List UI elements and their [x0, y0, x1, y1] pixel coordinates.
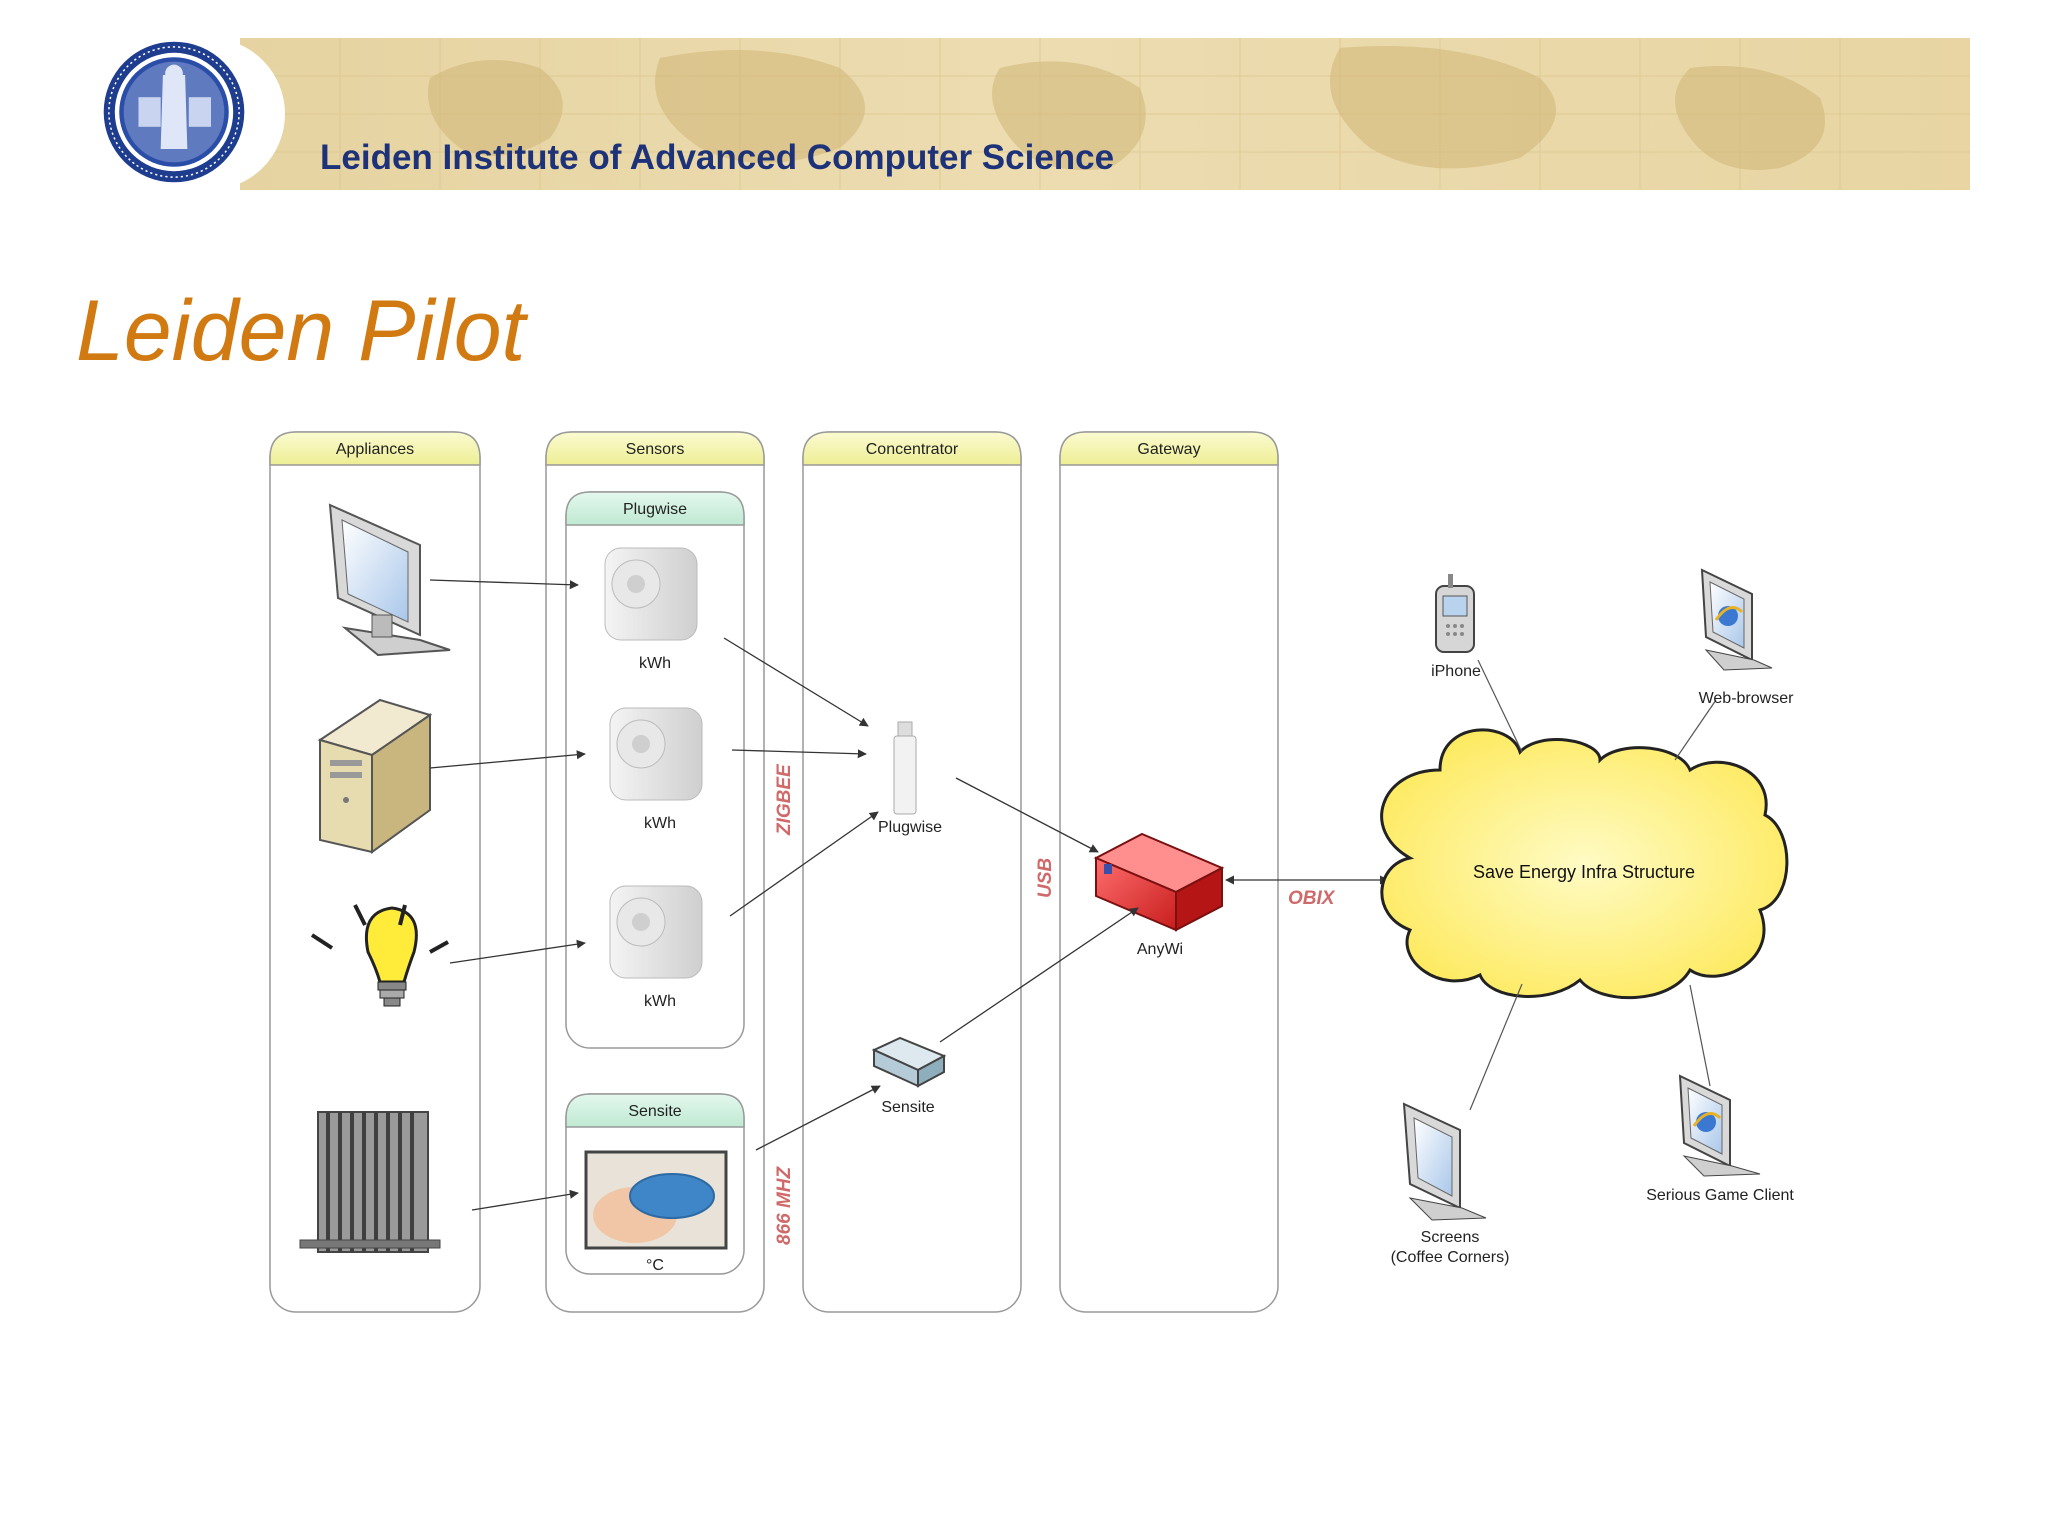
- sensite-receiver-label: Sensite: [881, 1099, 934, 1116]
- usb-stick-icon: Plugwise: [878, 721, 942, 836]
- university-seal-icon: [103, 41, 245, 183]
- slide-title: Leiden Pilot: [76, 283, 526, 379]
- server-tower-icon: [317, 698, 433, 854]
- cloud-label: Save Energy Infra Structure: [1473, 862, 1695, 882]
- light-bulb-icon: [310, 904, 449, 1007]
- usb-link-label: USB: [1035, 858, 1056, 898]
- receiver-box-icon: Sensite: [871, 1036, 947, 1116]
- connection-arrows: [429, 579, 1389, 1211]
- monitor-icon: [328, 503, 451, 657]
- lane-concentrator: Concentrator: [802, 431, 1022, 1313]
- cloud-infrastructure: Save Energy Infra Structure: [1380, 728, 1789, 1000]
- screens-label-line1: Screens: [1421, 1229, 1480, 1246]
- screens-label-line2: (Coffee Corners): [1391, 1249, 1510, 1266]
- client-links: [1469, 659, 1717, 1111]
- plug-2-label: kWh: [644, 815, 676, 832]
- obix-link-label: OBIX: [1288, 888, 1336, 909]
- gateway-label: AnyWi: [1137, 941, 1183, 958]
- institute-name: Leiden Institute of Advanced Computer Sc…: [320, 138, 1115, 177]
- iphone-label: iPhone: [1431, 663, 1481, 680]
- zigbee-link-label: ZIGBEE: [774, 763, 795, 836]
- plug-3-label: kWh: [644, 993, 676, 1010]
- temperature-sensor-photo: °C: [584, 1150, 728, 1274]
- plug-sensor-icon: kWh: [609, 707, 703, 832]
- temp-sensor-label: °C: [646, 1257, 664, 1274]
- lane-header-gateway: Gateway: [1137, 441, 1200, 458]
- world-map-background: [240, 38, 1970, 190]
- plug-1-label: kWh: [639, 655, 671, 672]
- lane-header-appliances: Appliances: [336, 441, 414, 458]
- radiator-icon: [299, 1111, 441, 1253]
- gateway-router-icon: AnyWi: [1093, 832, 1225, 958]
- group-header-sensite: Sensite: [628, 1103, 681, 1120]
- screens-monitor-icon: Screens (Coffee Corners): [1391, 1102, 1510, 1266]
- lane-header-concentrator: Concentrator: [866, 441, 959, 458]
- mhz-link-label: 866 MHZ: [774, 1165, 795, 1245]
- serious-game-label: Serious Game Client: [1646, 1187, 1794, 1204]
- iphone-icon: iPhone: [1431, 574, 1481, 680]
- serious-game-monitor-icon: Serious Game Client: [1646, 1074, 1794, 1204]
- plug-sensor-icon: kWh: [604, 547, 698, 672]
- web-browser-monitor-icon: Web-browser: [1699, 568, 1795, 707]
- header-banner: Leiden Institute of Advanced Computer Sc…: [240, 38, 1970, 190]
- web-browser-label: Web-browser: [1699, 690, 1795, 707]
- group-header-plugwise: Plugwise: [623, 501, 687, 518]
- plugwise-stick-label: Plugwise: [878, 819, 942, 836]
- lane-header-sensors: Sensors: [626, 441, 685, 458]
- plug-sensor-icon: kWh: [609, 885, 703, 1010]
